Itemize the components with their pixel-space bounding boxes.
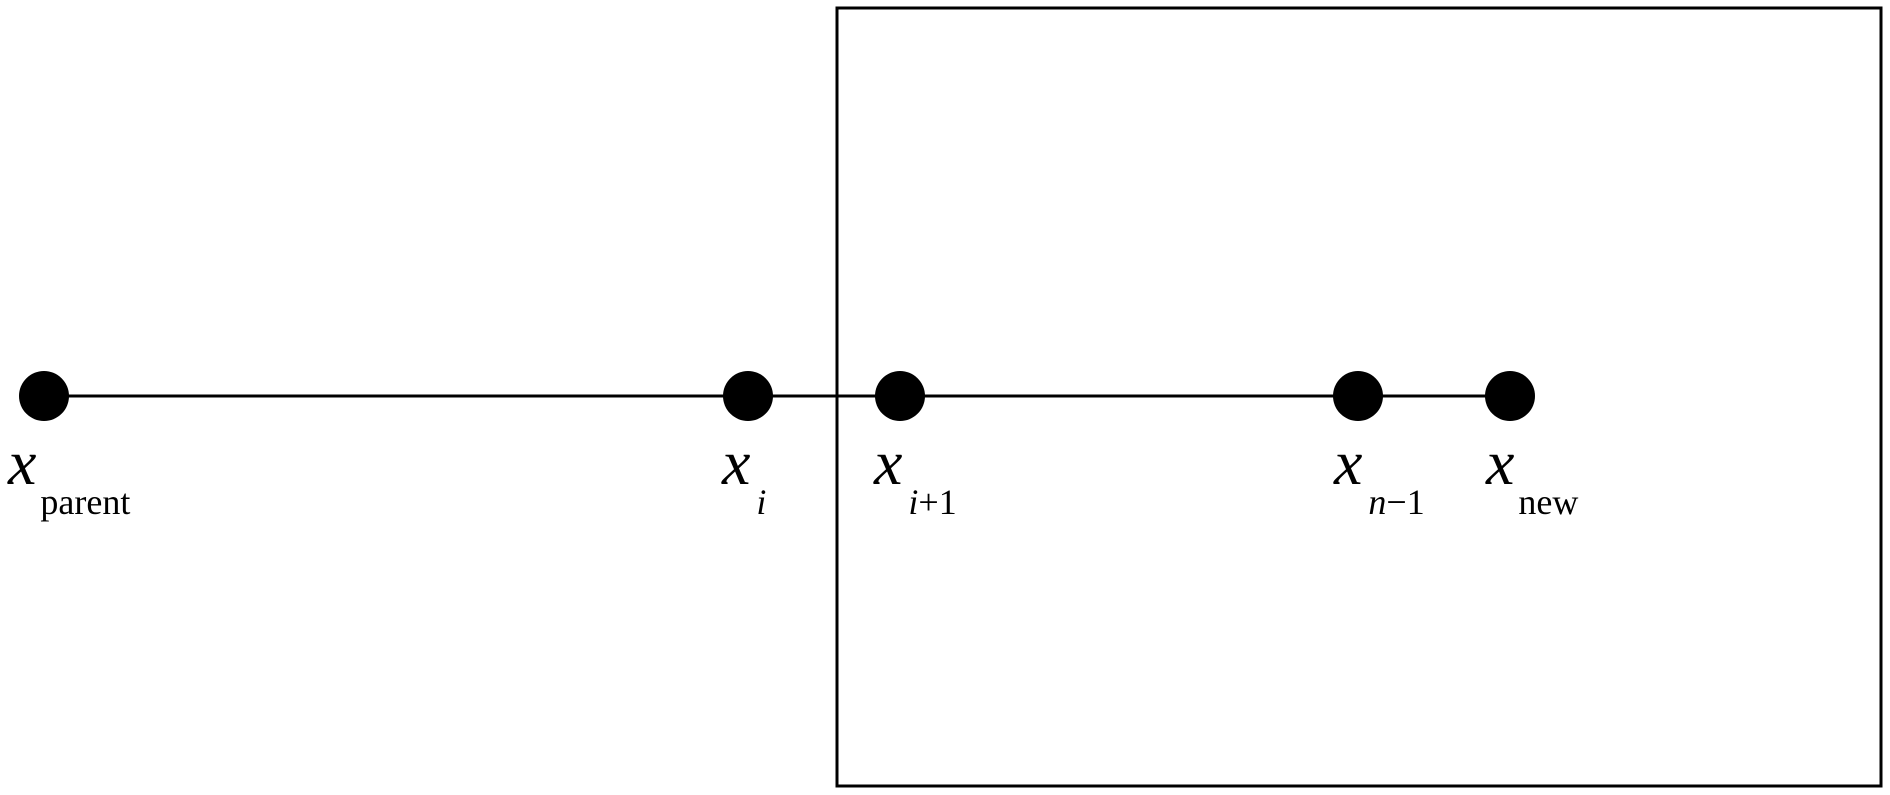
label-x-i-plus-1: xi+1 [873,427,957,522]
label-symbol: x [721,427,750,498]
label-subscript: −1 [1386,482,1424,522]
label-symbol: x [1485,427,1514,498]
label-subscript: +1 [918,482,956,522]
label-x-parent: xparent [7,427,130,522]
node-x-n-minus-1 [1333,371,1383,421]
label-subscript: new [1518,482,1578,522]
label-symbol: x [7,427,36,498]
node-x-i-plus-1 [875,371,925,421]
label-symbol: x [873,427,902,498]
label-x-n-minus-1: xn−1 [1333,427,1425,522]
label-x-i: xi [721,427,766,522]
label-subscript-italic: i [908,482,918,522]
label-subscript-italic: n [1368,482,1386,522]
label-subscript: parent [40,482,130,522]
node-x-parent [19,371,69,421]
label-x-new: xnew [1485,427,1578,522]
node-x-new [1485,371,1535,421]
label-subscript-italic: i [756,482,766,522]
node-x-i [723,371,773,421]
label-symbol: x [1333,427,1362,498]
